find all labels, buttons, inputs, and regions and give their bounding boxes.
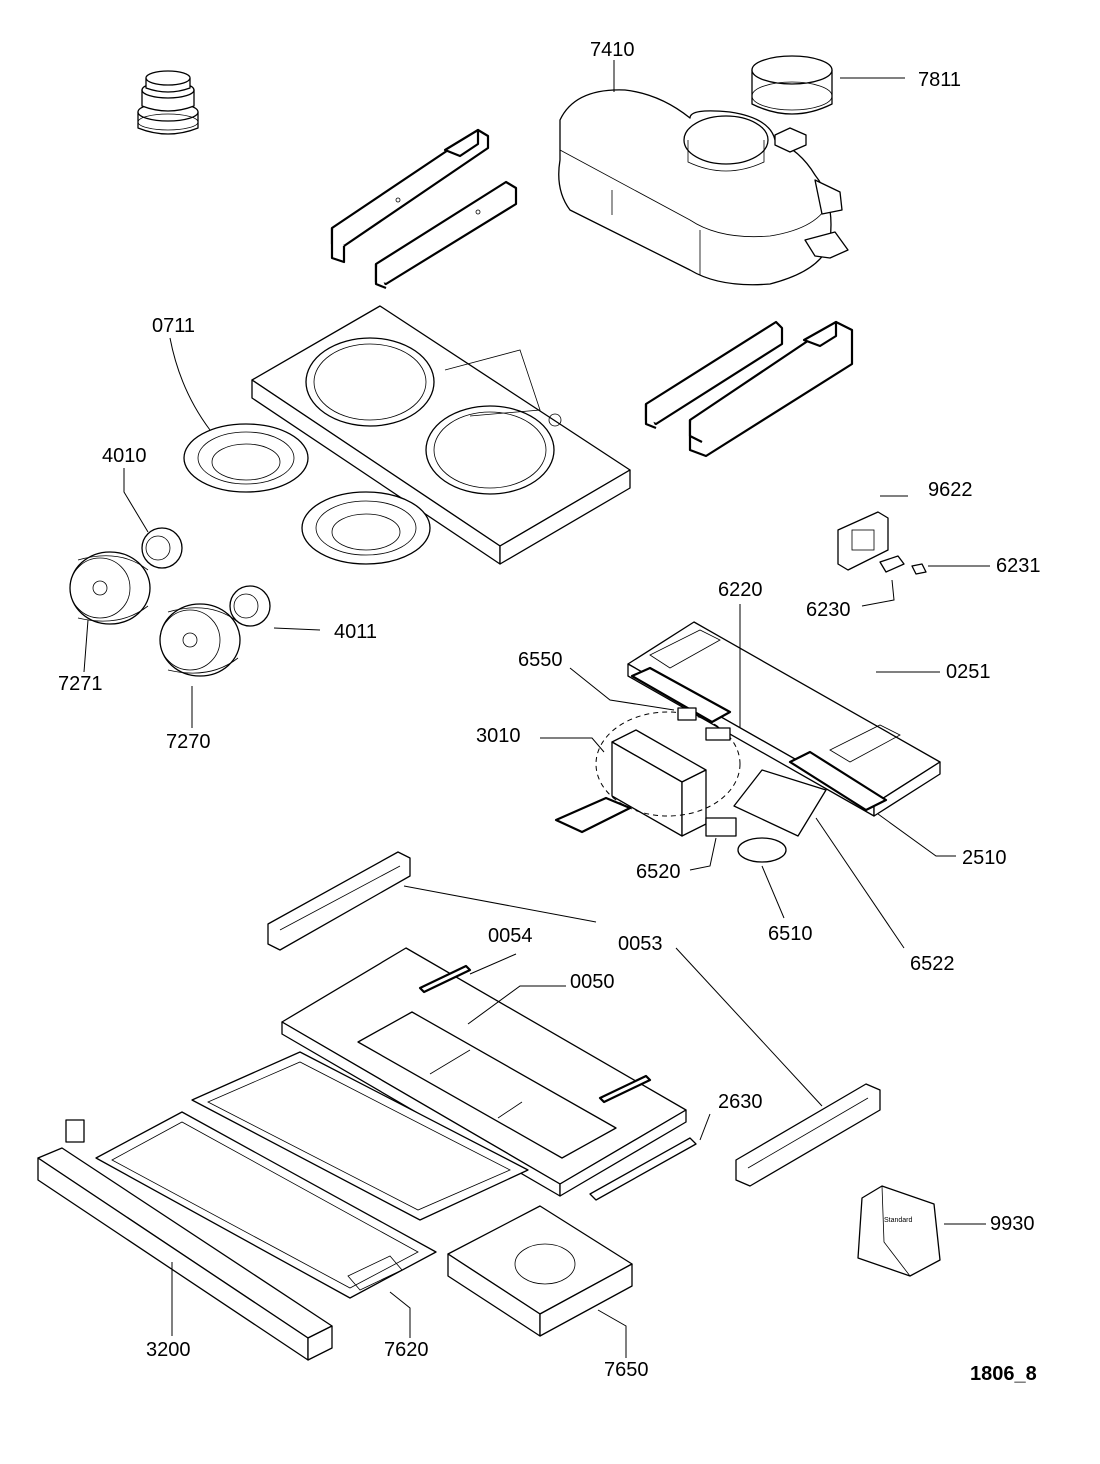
terminal-6550 — [677, 707, 697, 721]
label-0053: 0053 — [618, 933, 663, 955]
tray-7650 — [447, 1205, 633, 1337]
label-7410: 7410 — [590, 39, 635, 61]
lamp-cover-upper — [630, 666, 732, 724]
label-7270: 7270 — [166, 731, 211, 753]
ring-collar-part — [751, 55, 833, 153]
lamp-cover-2510 — [788, 750, 888, 812]
fan-plate-right — [301, 491, 431, 565]
label-0711: 0711 — [152, 315, 195, 337]
label-6510: 6510 — [768, 923, 813, 945]
lower-rail-right — [688, 320, 854, 458]
label-9930: 9930 — [990, 1213, 1035, 1235]
accessory-bag-9930: Standard — [857, 1185, 941, 1277]
side-profile-right — [735, 1083, 881, 1187]
label-0054: 0054 — [488, 925, 533, 947]
component-group-dashed — [595, 711, 741, 817]
filter-panel-upper — [191, 1051, 529, 1221]
bulb-6510 — [737, 837, 787, 863]
lower-rail-left — [644, 320, 784, 430]
filter-panel-7620 — [95, 1111, 437, 1299]
motor-4010 — [141, 527, 183, 569]
label-6220: 6220 — [718, 579, 763, 601]
motor-4011 — [229, 585, 271, 627]
diffuser-6522 — [733, 769, 827, 837]
label-4011: 4011 — [334, 621, 377, 643]
slot-0054 — [418, 964, 472, 994]
main-chassis-part — [251, 305, 631, 565]
wire-harness — [554, 796, 632, 834]
terminal-6220 — [705, 727, 731, 741]
label-7650: 7650 — [604, 1359, 649, 1381]
part-labels: 7410 7811 0711 4010 4011 7271 7270 9622 … — [58, 39, 1041, 1385]
label-7811: 7811 — [918, 69, 961, 91]
upper-rail-left — [330, 128, 490, 264]
label-2510: 2510 — [962, 847, 1007, 869]
clip-6230 — [879, 555, 905, 573]
bracket-9622 — [837, 511, 889, 571]
label-9622: 9622 — [928, 479, 973, 501]
label-4010: 4010 — [102, 445, 147, 467]
reducer-collar-part — [137, 70, 199, 135]
front-bar-3200 — [37, 1119, 333, 1361]
label-3010: 3010 — [476, 725, 521, 747]
diagram-code: 1806_8 — [970, 1363, 1037, 1385]
label-6231: 6231 — [996, 555, 1041, 577]
label-0050: 0050 — [570, 971, 615, 993]
label-6520: 6520 — [636, 861, 681, 883]
upper-rail-right — [374, 180, 518, 290]
fan-wheel-7270 — [159, 603, 241, 677]
label-7271: 7271 — [58, 673, 103, 695]
slot-right — [598, 1074, 652, 1104]
fan-housing-part — [558, 89, 849, 286]
label-6230: 6230 — [806, 599, 851, 621]
label-3200: 3200 — [146, 1339, 191, 1361]
label-6550: 6550 — [518, 649, 563, 671]
bag-label: Standard — [884, 1217, 913, 1224]
side-profile-left — [267, 851, 411, 951]
fan-plate-left — [183, 423, 309, 493]
label-0251: 0251 — [946, 661, 991, 683]
fan-wheel-7271 — [69, 551, 151, 625]
electrical-box-3010 — [611, 729, 707, 837]
leader-lines — [83, 60, 990, 1358]
lampholder-6520 — [705, 817, 737, 837]
slide-2630 — [589, 1137, 697, 1201]
label-6522: 6522 — [910, 953, 955, 975]
label-2630: 2630 — [718, 1091, 763, 1113]
label-7620: 7620 — [384, 1339, 429, 1361]
screw-6231 — [911, 563, 927, 575]
